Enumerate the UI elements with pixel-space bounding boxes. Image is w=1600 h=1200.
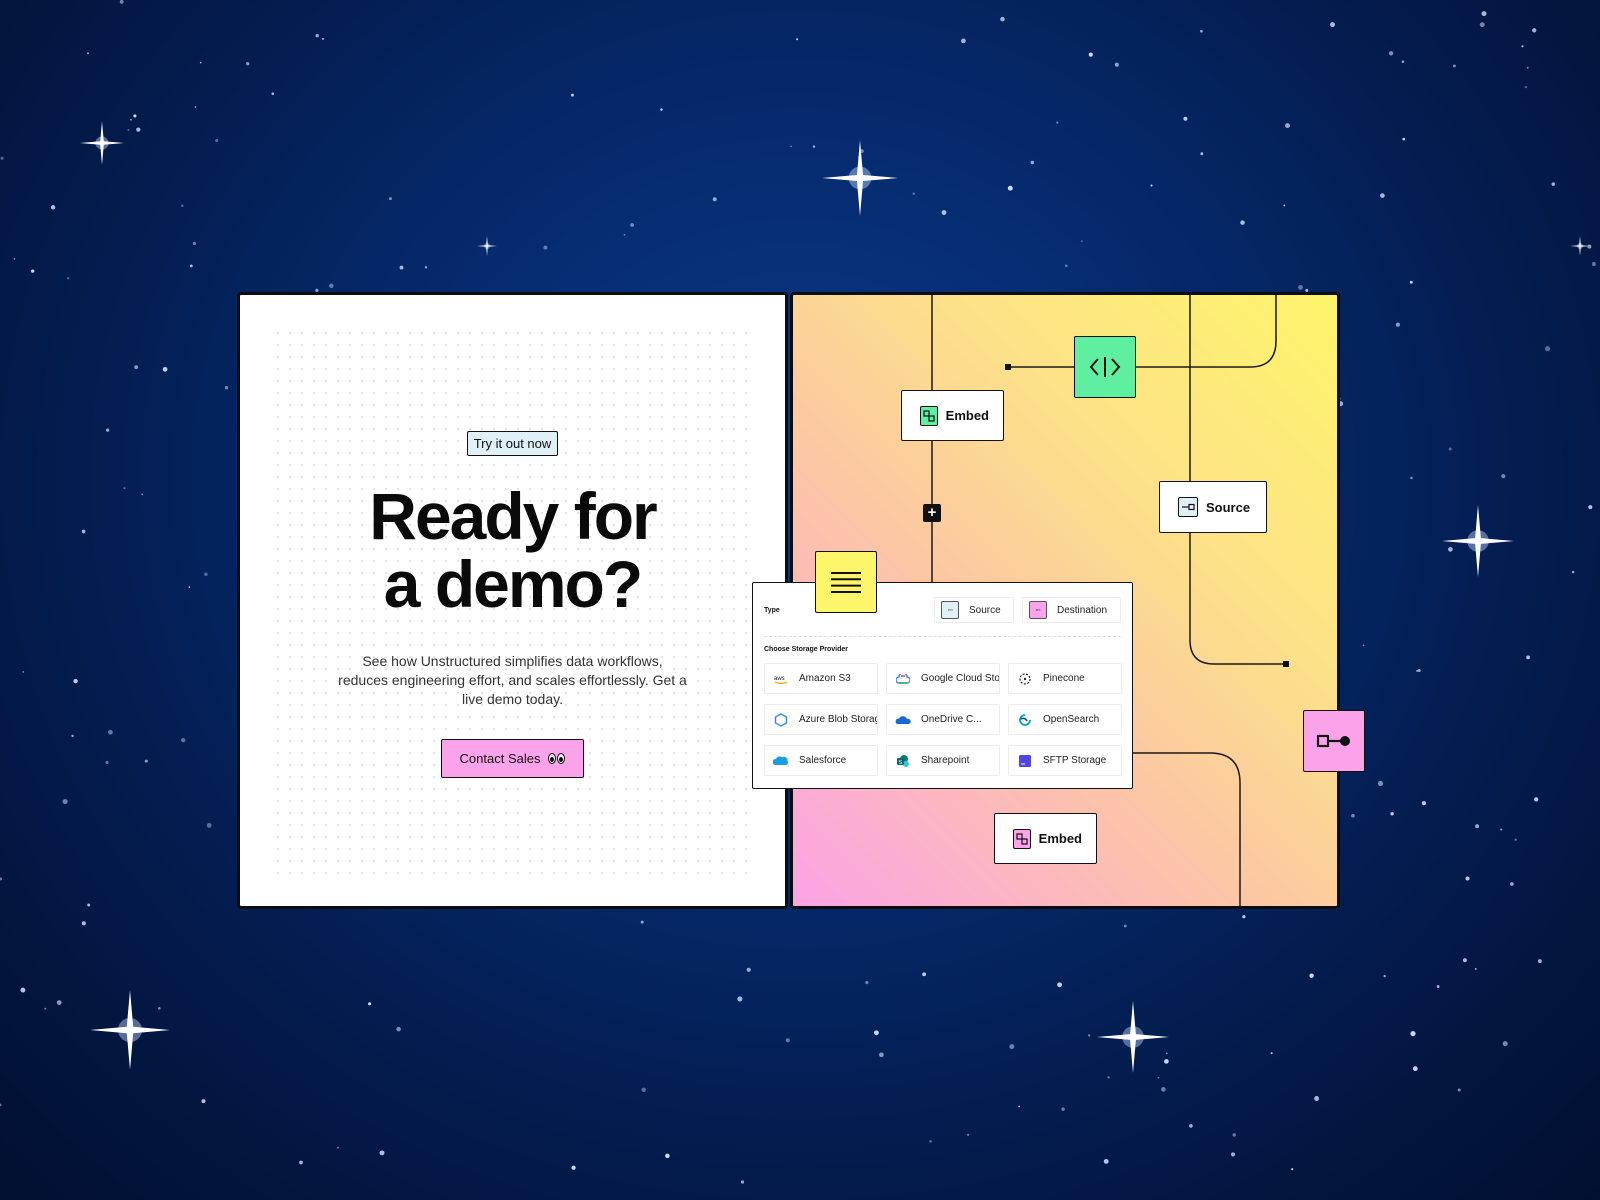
embed-node-top[interactable]: Embed	[901, 390, 1004, 441]
provider-label: OpenSearch	[1043, 714, 1100, 725]
sharepoint-icon: S	[895, 753, 911, 769]
embed-icon	[920, 405, 938, 426]
provider-sftp-storage[interactable]: SFTP Storage	[1008, 745, 1122, 776]
type-option-label: Source	[969, 604, 1001, 616]
provider-sharepoint[interactable]: S Sharepoint	[886, 745, 1000, 776]
storage-provider-label: Choose Storage Provider	[764, 646, 849, 653]
type-option-label: Destination	[1057, 604, 1108, 616]
embed-node-label: Embed	[1038, 831, 1082, 846]
panel-divider	[764, 636, 1121, 637]
connector-plug-icon[interactable]	[1303, 710, 1365, 772]
provider-opensearch[interactable]: OpenSearch	[1008, 704, 1122, 735]
headline: Ready for a demo?	[240, 482, 785, 618]
provider-azure-blob-storage[interactable]: Azure Blob Storag	[764, 704, 878, 735]
provider-label: Google Cloud Sto	[921, 673, 1000, 684]
source-node-label: Source	[1206, 499, 1251, 515]
provider-amazon-s3[interactable]: aws Amazon S3	[764, 663, 878, 694]
eyes-icon	[548, 753, 566, 764]
provider-label: SFTP Storage	[1043, 755, 1107, 766]
destination-connector-icon: ▫◦	[1029, 601, 1047, 619]
provider-salesforce[interactable]: Salesforce	[764, 745, 878, 776]
hero-description: See how Unstructured simplifies data wor…	[338, 653, 687, 707]
azure-blob-icon	[773, 712, 789, 728]
provider-label: Amazon S3	[799, 673, 851, 684]
code-brackets-icon[interactable]	[1074, 336, 1136, 398]
hamburger-menu-icon[interactable]	[815, 551, 877, 613]
provider-label: Salesforce	[799, 755, 847, 766]
aws-icon: aws	[773, 671, 789, 687]
type-option-destination[interactable]: ▫◦ Destination	[1022, 597, 1121, 623]
type-option-source[interactable]: ◦▫ Source	[934, 597, 1014, 623]
hero-section: Try it out now Ready for a demo? See how…	[240, 431, 785, 778]
headline-line-2: a demo?	[383, 547, 643, 621]
provider-pinecone[interactable]: Pinecone	[1008, 663, 1122, 694]
provider-label: Sharepoint	[921, 755, 970, 766]
onedrive-cloud-icon	[895, 712, 911, 728]
embed-node-bottom[interactable]: Embed	[994, 813, 1097, 864]
contact-sales-button[interactable]: Contact Sales	[440, 739, 585, 778]
provider-google-cloud-storage[interactable]: Google Cloud Sto	[886, 663, 1000, 694]
pinecone-icon	[1017, 671, 1033, 687]
provider-label: Azure Blob Storag	[799, 714, 878, 725]
svg-text:S: S	[899, 759, 903, 765]
source-connector-icon	[1178, 497, 1198, 517]
embed-icon	[1013, 828, 1031, 849]
demo-card: Try it out now Ready for a demo? See how…	[237, 292, 788, 909]
sftp-storage-icon	[1017, 753, 1033, 769]
svg-text:aws: aws	[774, 676, 785, 682]
embed-node-label: Embed	[945, 408, 989, 423]
type-label: Type	[764, 607, 780, 614]
source-node[interactable]: Source	[1159, 481, 1267, 533]
storage-provider-panel: Type ◦▫ Source ▫◦ Destination Choose Sto…	[752, 582, 1133, 789]
headline-line-1: Ready for	[369, 479, 657, 553]
try-it-badge: Try it out now	[466, 431, 559, 456]
opensearch-icon	[1017, 712, 1033, 728]
add-step-icon[interactable]: +	[923, 504, 941, 522]
contact-sales-label: Contact Sales	[459, 751, 541, 766]
dot-grid-pattern	[272, 327, 753, 874]
provider-label: Pinecone	[1043, 673, 1085, 684]
source-connector-icon: ◦▫	[941, 601, 959, 619]
salesforce-cloud-icon	[773, 753, 789, 769]
provider-label: OneDrive C...	[921, 714, 982, 725]
google-cloud-icon	[895, 671, 911, 687]
provider-onedrive[interactable]: OneDrive C...	[886, 704, 1000, 735]
